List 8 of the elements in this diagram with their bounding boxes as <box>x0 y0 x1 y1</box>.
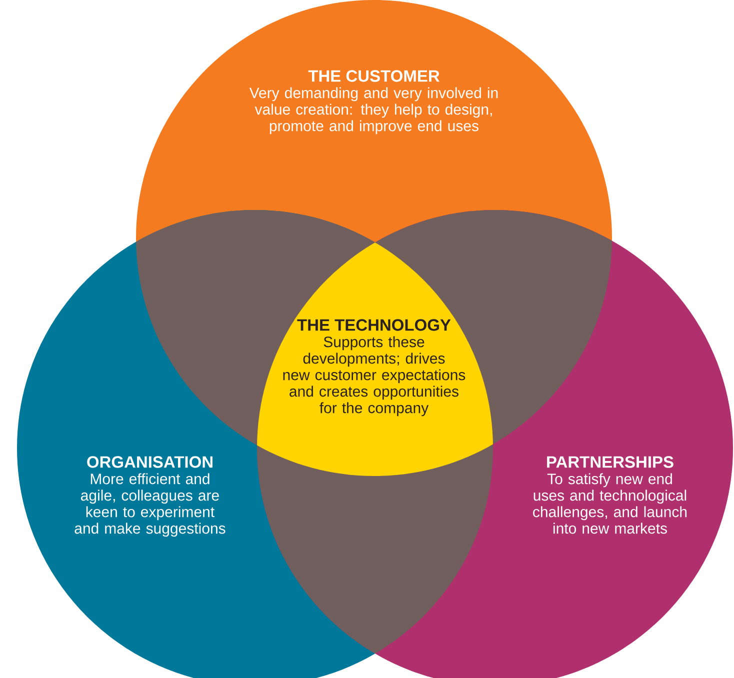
heading: THE CUSTOMER <box>308 70 440 82</box>
heading: ORGANISATION <box>87 456 212 468</box>
heading: PARTNERSHIPS <box>547 456 674 468</box>
heading: THE TECHNOLOGY <box>297 319 451 331</box>
description: To satisfy new end uses and technological challenges, and launch into new markets <box>533 473 687 534</box>
description: Very demanding and very involved in value creation: they help to design, promote and improve end uses <box>249 87 498 134</box>
description: Supports these developments; drives new customer expectations and creates opportunities for the company <box>283 336 466 416</box>
description: More efficient and agile, colleagues are keen to experiment and make suggestions <box>74 473 226 537</box>
